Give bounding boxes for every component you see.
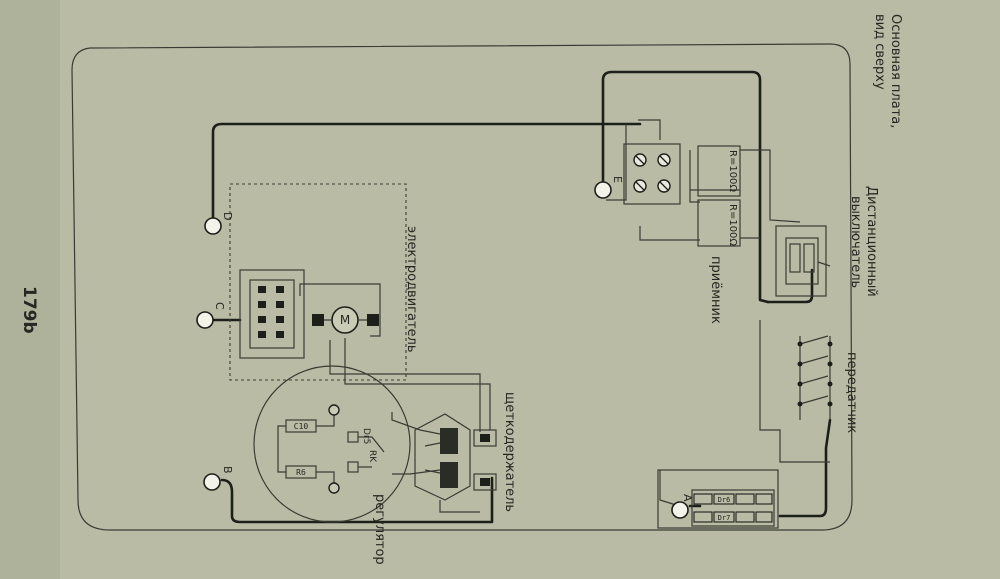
terminal-e: E: [594, 176, 624, 199]
receiver-resistor-2: R=100Ω: [697, 199, 741, 247]
diagram-title-line2: вид сверху: [872, 14, 887, 90]
receiver-resistor-1: R=100Ω: [697, 145, 741, 197]
terminal-c: C: [196, 302, 226, 329]
remote-switch-label-1: Дистанционный: [864, 186, 879, 297]
remote-switch: [775, 225, 831, 297]
receiver-label: приёмник: [708, 256, 723, 324]
svg-text:R=100Ω: R=100Ω: [727, 150, 738, 192]
board-outline: [71, 43, 853, 531]
diagram-title-line1: Основная плата,: [888, 14, 903, 128]
page-number: 179b: [19, 286, 39, 334]
brush-holder-label: щеткодержатель: [502, 392, 517, 512]
svg-text:R=100Ω: R=100Ω: [727, 204, 738, 246]
terminal-b: B: [203, 466, 234, 491]
transmitter-switches: [797, 335, 833, 420]
regulator-label: регулятор: [372, 494, 387, 565]
motor-connector: [239, 269, 305, 359]
wire-b: [220, 476, 494, 524]
connector-a: Dr6 Dr7: [657, 469, 779, 529]
svg-text:A: A: [681, 494, 694, 502]
wire-d-top: [211, 122, 642, 220]
svg-text:M: M: [340, 313, 350, 327]
remote-switch-label-2: выключатель: [848, 196, 863, 288]
terminal-a: A: [671, 494, 694, 519]
svg-text:R6: R6: [296, 468, 306, 477]
transmitter-label: передатчик: [844, 352, 859, 433]
svg-text:Dr7: Dr7: [718, 514, 731, 522]
svg-text:D: D: [221, 212, 234, 220]
svg-text:B: B: [221, 466, 234, 474]
brush-holder: [414, 413, 497, 501]
motor-symbol: M: [312, 306, 379, 334]
svg-text:C10: C10: [294, 422, 309, 431]
motor-label: электродвигатель: [404, 226, 419, 353]
terminal-d: D: [204, 212, 234, 235]
svg-text:Dr6: Dr6: [718, 496, 731, 504]
svg-text:C: C: [213, 302, 226, 310]
svg-text:E: E: [611, 176, 624, 183]
wire-e-top: [601, 70, 770, 304]
regulator: C10 R6 Dr5 RK: [253, 365, 411, 523]
receiver-screw-block: [623, 143, 681, 205]
svg-text:Dr5: Dr5: [361, 428, 371, 444]
svg-text:RK: RK: [367, 450, 377, 463]
